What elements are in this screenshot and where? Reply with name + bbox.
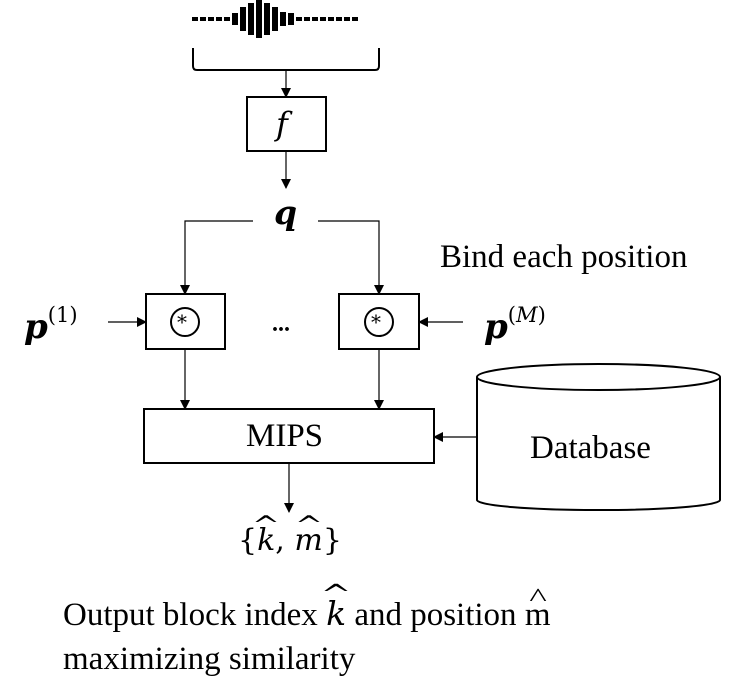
bind-operator-left: * <box>177 310 187 334</box>
waveform-bar <box>272 7 278 31</box>
key-p1-sup: (1) <box>47 302 78 327</box>
result-label: {k, m} <box>238 526 342 556</box>
query-label: q <box>274 193 298 232</box>
bind-box-right[interactable] <box>338 293 420 350</box>
caption-m-hat: m <box>525 599 551 632</box>
bind-ellipsis: ... <box>272 311 290 337</box>
encoder-label: f <box>276 105 288 143</box>
waveform-bar <box>280 12 286 26</box>
waveform-bar <box>256 0 262 38</box>
waveform-bar <box>344 17 350 21</box>
waveform-bar <box>288 13 294 25</box>
waveform-bar <box>240 7 246 31</box>
m-hat: m <box>294 526 322 556</box>
bind-operator-left-circle <box>170 307 200 337</box>
mips-label: MIPS <box>246 418 324 454</box>
waveform-bar <box>304 17 310 21</box>
bind-annotation: Bind each position <box>440 239 688 275</box>
key-pM-label: p(M) <box>484 304 546 344</box>
waveform-bar <box>264 3 270 35</box>
waveform-bar <box>328 17 334 21</box>
k-hat: k <box>257 526 275 556</box>
waveform-bar <box>224 17 230 21</box>
q-branch-right <box>318 220 384 295</box>
bind-box-left[interactable] <box>145 293 226 350</box>
key-p1-base: p <box>24 306 48 347</box>
input-bracket <box>192 48 380 71</box>
key-pM-base: p <box>484 306 508 347</box>
bind-operator-right-circle <box>364 307 394 337</box>
caption-line-1: Output block index k and position m <box>63 597 550 632</box>
waveform-bar <box>216 17 222 21</box>
waveform-bar <box>192 17 198 21</box>
key-pM-sup: (M) <box>507 302 546 327</box>
waveform-bar <box>312 17 318 21</box>
caption-line-2: maximizing similarity <box>63 641 356 677</box>
waveform-bar <box>320 17 326 21</box>
bind-operator-right: * <box>371 310 381 334</box>
waveform-bar <box>200 17 206 21</box>
waveform-bar <box>208 17 214 21</box>
waveform-bar <box>352 17 358 21</box>
waveform-icon <box>192 0 358 38</box>
q-branch-left <box>180 220 253 295</box>
caption-k-hat: k <box>326 597 346 630</box>
mips-box[interactable] <box>143 408 435 464</box>
waveform-bar <box>336 17 342 21</box>
database-cylinder[interactable] <box>476 363 721 512</box>
database-label: Database <box>530 430 651 466</box>
waveform-bar <box>248 3 254 35</box>
key-p1-label: p(1) <box>24 304 78 344</box>
waveform-bar <box>296 17 302 21</box>
waveform-bar <box>232 13 238 25</box>
